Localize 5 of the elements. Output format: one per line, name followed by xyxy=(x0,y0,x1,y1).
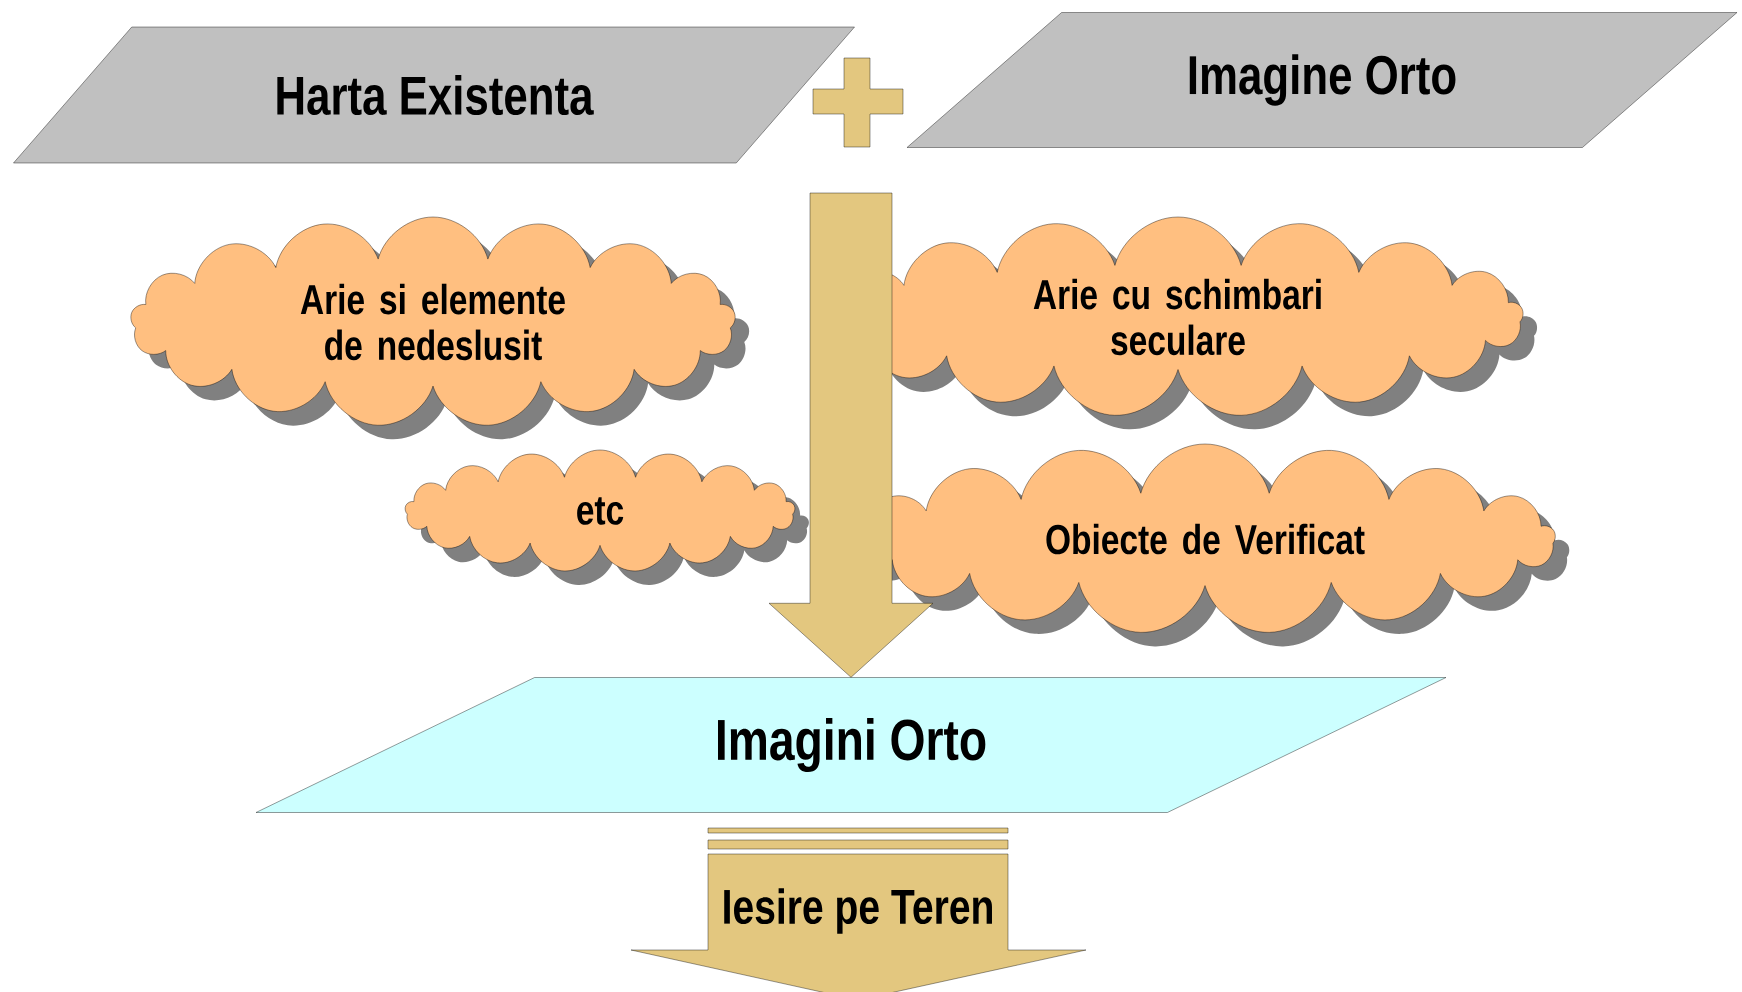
parallelogram: Harta Existenta xyxy=(13,26,855,164)
parallelogram: Imagini Orto xyxy=(255,677,1447,813)
block-arrow xyxy=(768,192,934,678)
plus-sign xyxy=(812,57,904,148)
parallelogram: Imagine Orto xyxy=(906,12,1738,148)
